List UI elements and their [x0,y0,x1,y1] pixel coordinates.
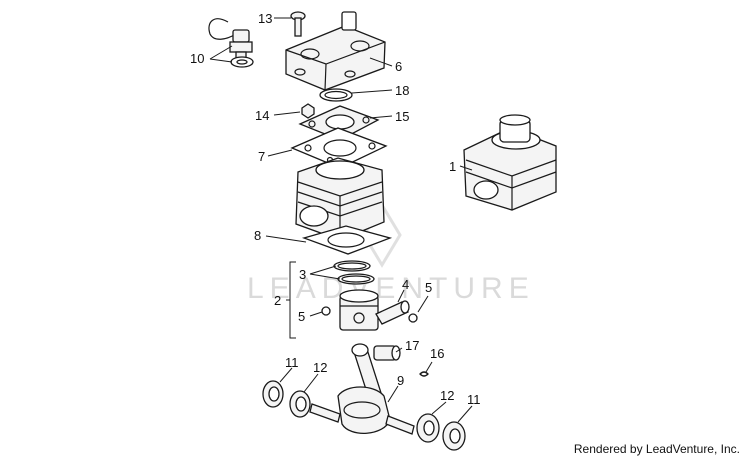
part-bearing-right [416,413,440,443]
part-bolt [290,11,306,37]
callout-1: 1 [449,159,456,174]
part-oil-seal-right [442,421,466,451]
callout-17: 17 [405,338,419,353]
part-circlip-left [321,306,331,316]
part-key [419,371,429,377]
callout-12-right: 12 [440,388,454,403]
watermark-text: LEADVENTURE [247,272,535,305]
part-oil-seal-left [262,380,284,408]
callout-2: 2 [274,293,281,308]
callout-16: 16 [430,346,444,361]
callout-15: 15 [395,109,409,124]
callout-14: 14 [255,108,269,123]
part-crankshaft [309,343,415,435]
part-temp-sensor [208,18,254,68]
part-base-gasket [301,225,393,255]
part-head-gasket [290,127,388,169]
part-cylinder [295,157,385,241]
callout-11-right: 11 [467,392,481,407]
watermark: LEADVENTURE [247,202,535,305]
callout-5-left: 5 [298,309,305,324]
part-cylinder-head [285,11,386,91]
callout-18: 18 [395,83,409,98]
callout-3: 3 [299,267,306,282]
callout-13: 13 [258,11,272,26]
part-piston-pin [375,300,410,325]
callout-9: 9 [397,373,404,388]
callout-4: 4 [402,277,409,292]
leader-lines [209,17,473,423]
part-piston [339,289,379,331]
part-needle-bearing [373,345,401,361]
callout-12-left: 12 [313,360,327,375]
part-nut [301,103,315,119]
callout-8: 8 [254,228,261,243]
part-cylinder-kit [463,114,557,211]
callout-11-left: 11 [285,355,299,370]
callout-5-right: 5 [425,280,432,295]
callout-10: 10 [190,51,204,66]
callout-7: 7 [258,149,265,164]
part-circlip-right [408,313,418,323]
callout-6: 6 [395,59,402,74]
credit-text: Rendered by LeadVenture, Inc. [574,442,740,456]
part-bearing-left [289,390,311,418]
